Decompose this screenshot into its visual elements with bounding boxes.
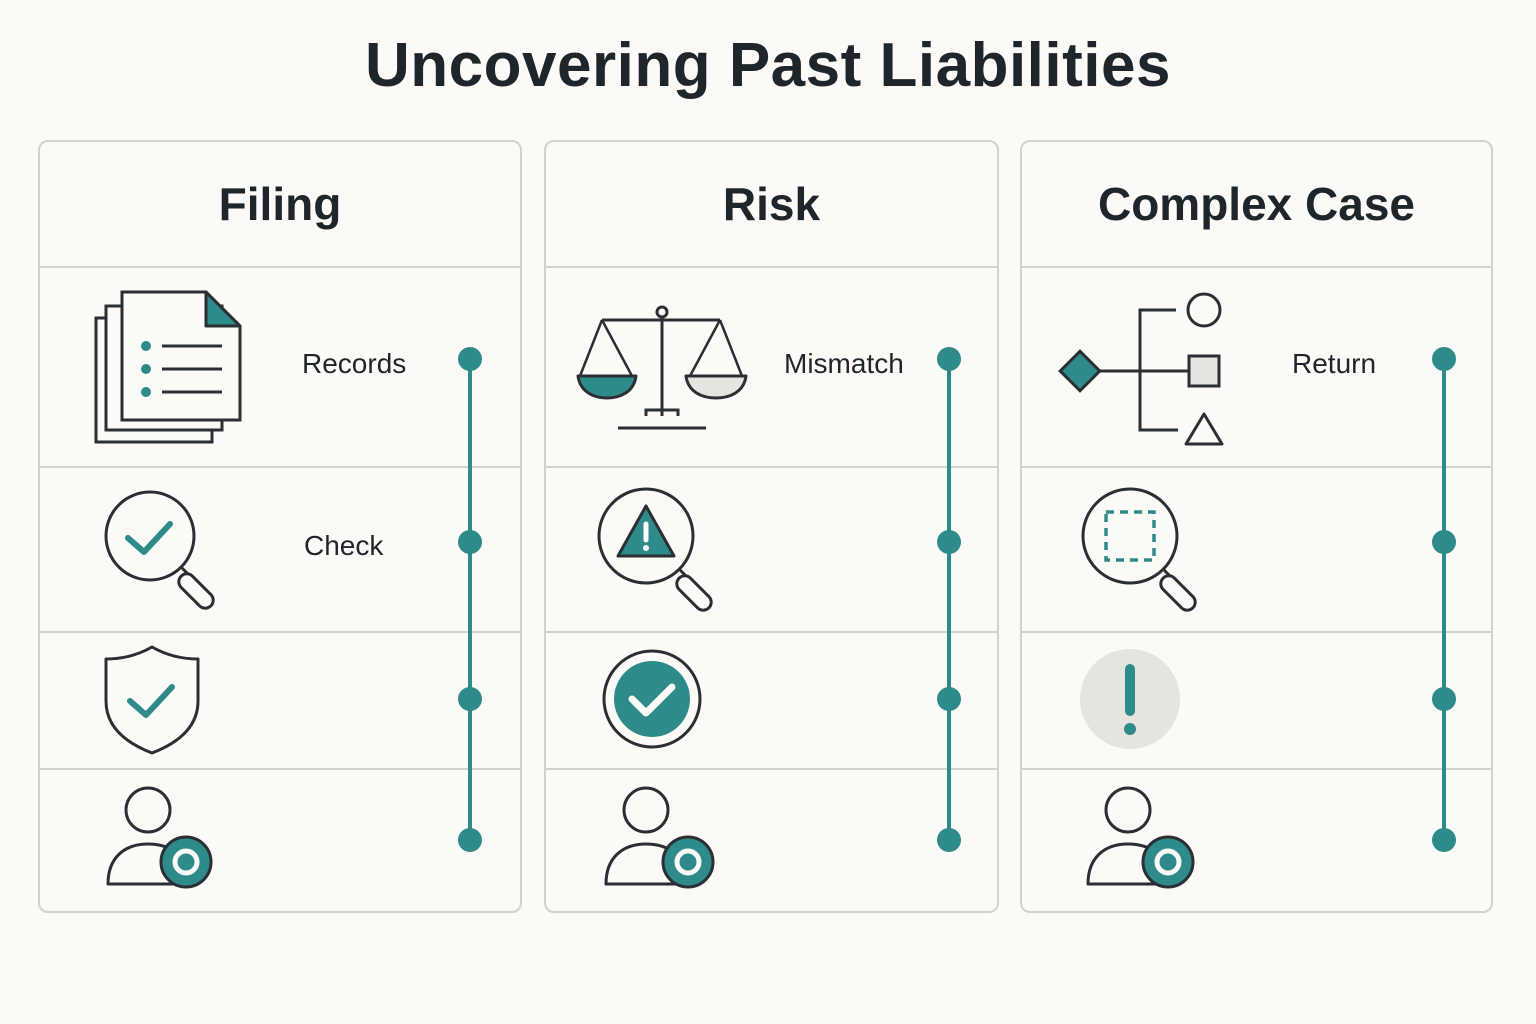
shield-check-icon: [104, 645, 200, 755]
exclamation-circle-icon: [1080, 649, 1180, 749]
step-row: [1022, 466, 1491, 633]
step-row: Check: [40, 466, 520, 633]
step-row: Records: [40, 266, 520, 468]
step-label: Mismatch: [784, 348, 904, 379]
user-badge-icon: [106, 786, 213, 889]
panel-heading: Complex Case: [1022, 142, 1491, 268]
magnifier-dashed-icon: [1081, 487, 1197, 612]
panel-filing: Filing Records Check: [38, 140, 522, 913]
magnifier-check-icon: [104, 490, 215, 610]
panel-heading: Filing: [40, 142, 520, 268]
step-row: [546, 466, 997, 633]
panel-complex-case: Complex Case Return: [1020, 140, 1493, 913]
user-badge-icon: [1086, 786, 1195, 889]
decision-tree-icon: [1058, 292, 1224, 446]
magnifier-warning-icon: [597, 487, 713, 612]
panel-heading: Risk: [546, 142, 997, 268]
step-label: Return: [1292, 348, 1377, 379]
step-row: [1022, 768, 1491, 911]
step-row: [546, 768, 997, 911]
step-label: Check: [304, 530, 384, 561]
step-row: [40, 768, 520, 911]
step-row: [1022, 631, 1491, 770]
check-circle-icon: [602, 649, 702, 749]
step-row: Return: [1022, 266, 1491, 468]
panel-risk: Risk Mismatch: [544, 140, 999, 913]
step-label: Records: [302, 348, 407, 379]
user-badge-icon: [604, 786, 715, 889]
step-row: Mismatch: [546, 266, 997, 468]
step-row: [546, 631, 997, 770]
scales-icon: [576, 305, 748, 430]
page-title: Uncovering Past Liabilities: [365, 31, 1171, 100]
documents-icon: [94, 290, 242, 444]
step-row: [40, 631, 520, 770]
